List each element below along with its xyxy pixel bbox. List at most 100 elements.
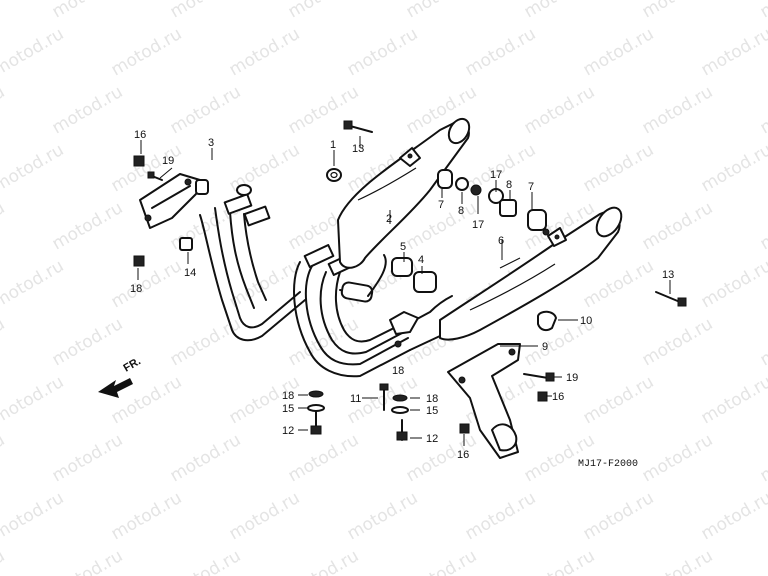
watermark-text: motod.ru (285, 546, 363, 576)
callout-8b: 8 (506, 179, 512, 191)
callout-9: 9 (542, 341, 548, 353)
callout-18d: 18 (392, 365, 404, 377)
callout-4: 4 (418, 254, 424, 266)
watermark-text: motod.ru (580, 372, 658, 428)
watermark-text: motod.ru (639, 430, 717, 486)
watermark-text: motod.ru (285, 430, 363, 486)
callout-numbers: 1 2 3 4 5 6 7 7 8 8 9 10 11 12 12 13 13 … (130, 129, 674, 461)
callout-11: 11 (350, 393, 361, 405)
watermark-text: motod.ru (698, 140, 768, 196)
bracket-left (139, 173, 209, 229)
watermark-text: motod.ru (462, 24, 540, 80)
watermark-text: motod.ru (0, 0, 8, 22)
muffler-bracket (447, 343, 521, 459)
callout-13a: 13 (352, 143, 364, 155)
callout-8a: 8 (458, 205, 464, 217)
watermark-text: motod.ru (49, 430, 127, 486)
muffler-lower (439, 206, 623, 341)
watermark-text: motod.ru (639, 82, 717, 138)
watermark-text: motod.ru (580, 488, 658, 544)
watermark-text: motod.ru (757, 82, 768, 138)
callout-2: 2 (386, 213, 392, 225)
callout-14: 14 (184, 267, 196, 279)
watermark-text: motod.ru (639, 198, 717, 254)
watermark-text: motod.ru (580, 24, 658, 80)
watermark-text: motod.ru (521, 546, 599, 576)
watermark-text: motod.ru (462, 488, 540, 544)
watermark-text: motod.ru (49, 0, 127, 22)
watermark-text: motod.ru (108, 256, 186, 312)
watermark-text: motod.ru (344, 24, 422, 80)
watermark-text: motod.ru (0, 488, 67, 544)
watermark-text: motod.ru (344, 488, 422, 544)
callout-5: 5 (400, 241, 406, 253)
watermark-text: motod.ru (0, 82, 8, 138)
watermark-text: motod.ru (167, 0, 245, 22)
diagram-code: MJ17-F2000 (578, 459, 638, 470)
watermark-text: motod.ru (108, 488, 186, 544)
callout-19b: 19 (566, 372, 578, 384)
exhaust-header-pipes (199, 207, 463, 378)
small-parts (133, 120, 687, 441)
watermark-text: motod.ru (521, 0, 599, 22)
leader-lines (137, 136, 671, 446)
callout-17a: 17 (490, 169, 502, 181)
watermark-text: motod.ru (698, 372, 768, 428)
watermark-text: motod.ru (49, 546, 127, 576)
watermark-text: motod.ru (108, 24, 186, 80)
front-arrow-label: FR. (122, 355, 143, 374)
watermark-text: motod.ru (108, 372, 186, 428)
watermark-text: motod.ru (0, 256, 67, 312)
callout-13b: 13 (662, 269, 674, 281)
watermark-text: motod.ru (285, 0, 363, 22)
callout-3: 3 (208, 137, 214, 149)
watermark-text: motod.ru (521, 82, 599, 138)
watermark-text: motod.ru (639, 546, 717, 576)
watermark-text: motod.ru (698, 488, 768, 544)
watermark-text: motod.ru (0, 140, 67, 196)
front-direction-arrow: FR. (98, 355, 143, 398)
callout-15a: 15 (282, 403, 294, 415)
watermark-text: motod.ru (226, 488, 304, 544)
callout-18c: 18 (426, 393, 438, 405)
callout-18b: 18 (282, 390, 294, 402)
watermark-text: motod.ru (757, 314, 768, 370)
watermark-text: motod.ru (580, 256, 658, 312)
watermark-text: motod.ru (167, 546, 245, 576)
watermark-text: motod.ru (757, 430, 768, 486)
callout-12b: 12 (426, 433, 438, 445)
watermark-text: motod.ru (167, 314, 245, 370)
watermark-text: motod.ru (0, 198, 8, 254)
callout-7a: 7 (438, 199, 444, 211)
callout-17b: 17 (472, 219, 484, 231)
watermark-text: motod.ru (580, 140, 658, 196)
muffler-upper (337, 117, 471, 303)
watermark-text: motod.ru (0, 430, 8, 486)
watermark-text: motod.ru (757, 546, 768, 576)
callout-7b: 7 (528, 181, 534, 193)
watermark-text: motod.ru (757, 0, 768, 22)
watermark-text: motod.ru (757, 198, 768, 254)
callout-15b: 15 (426, 405, 438, 417)
watermark-text: motod.ru (639, 0, 717, 22)
watermark-text: motod.ru (167, 430, 245, 486)
callout-6: 6 (498, 235, 504, 247)
watermark-text: motod.ru (403, 0, 481, 22)
callout-10: 10 (580, 315, 592, 327)
watermark-text: motod.ru (49, 314, 127, 370)
callout-1: 1 (330, 139, 336, 151)
callout-16b: 16 (552, 391, 564, 403)
callout-19a: 19 (162, 155, 174, 167)
watermark-text: motod.ru (0, 546, 8, 576)
watermark-text: motod.ru (49, 198, 127, 254)
watermark-text: motod.ru (0, 24, 67, 80)
watermark-text: motod.ru (698, 256, 768, 312)
watermark-text: motod.ru (0, 372, 67, 428)
watermark-text: motod.ru (49, 82, 127, 138)
watermark-text: motod.ru (167, 82, 245, 138)
watermark-text: motod.ru (639, 314, 717, 370)
callout-18a: 18 (130, 283, 142, 295)
callout-12a: 12 (282, 425, 294, 437)
